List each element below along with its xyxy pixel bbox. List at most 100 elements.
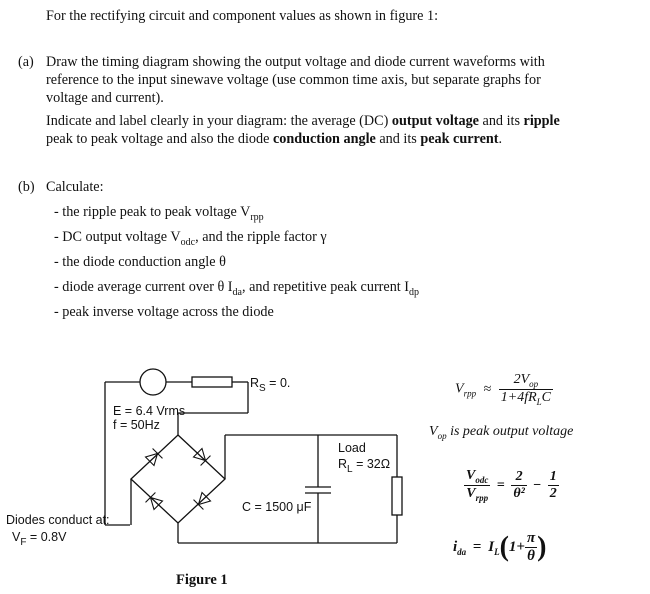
calc-item-dc: - DC output voltage Vodc, and the ripple…	[54, 228, 327, 252]
rs-label: RS = 0.	[250, 376, 290, 394]
load-label-r: R	[338, 457, 348, 471]
formula-ripple-den: 1+4fRLC	[499, 390, 553, 407]
load-title: Load	[338, 441, 366, 455]
load-resistor-symbol	[391, 476, 403, 516]
formula-rf-lhs-num: Vodc	[464, 468, 491, 486]
formula-ripple-num: 2Vop	[498, 372, 554, 390]
formula-dc-frac-den: θ	[527, 548, 535, 564]
formula-ripple-num-text: 2V	[513, 372, 530, 387]
vf-label-value: = 0.8V	[26, 530, 67, 544]
formula-rf-lhs-den-sub: rpp	[475, 493, 489, 503]
formula-ripple-factor: Vodc Vrpp = 2 θ² − 1 2	[464, 468, 559, 503]
vop-note-v: V	[429, 424, 438, 439]
formula-diode-current: ida = IL(1+ π θ )	[453, 530, 547, 565]
formula-ripple: Vrpp ≈ 2Vop 1+4fRLC	[455, 372, 554, 407]
formula-rf-frac1-den: θ²	[513, 486, 525, 501]
formula-rf-lhs-den: Vrpp	[464, 486, 490, 503]
formula-rf-lhs-num-sub: odc	[475, 475, 489, 485]
formula-rf-minus: −	[533, 477, 542, 493]
formula-rf-lhs: Vodc Vrpp	[464, 468, 491, 503]
calc-item-piv-text: - peak inverse voltage across the diode	[54, 304, 274, 320]
formula-dc-open-paren: (	[499, 531, 509, 563]
formula-ripple-fraction: 2Vop 1+4fRLC	[498, 372, 554, 407]
vf-label-sub: F	[20, 537, 27, 548]
part-a-line4: Indicate and label clearly in your diagr…	[46, 112, 560, 131]
freq-label: f = 50Hz	[113, 418, 160, 432]
rs-label-r: R	[250, 376, 260, 390]
calc-item-current: - diode average current over θ Ida, and …	[54, 278, 419, 302]
circuit-diagram	[104, 368, 403, 544]
part-a-line4-pre: Indicate and label clearly in your diagr…	[46, 113, 392, 129]
load-label-sub: L	[347, 464, 353, 475]
peak-current-bold: peak current	[420, 131, 499, 147]
vf-label-v: V	[12, 530, 21, 544]
vf-label: VF = 0.8V	[12, 530, 66, 548]
calc-item-piv: - peak inverse voltage across the diode	[54, 303, 274, 322]
part-a-line4-mid: and its	[478, 113, 524, 129]
part-a-line5-end: .	[498, 131, 503, 147]
part-b-heading: Calculate:	[46, 179, 104, 195]
formula-dc-lhs: i	[453, 538, 458, 555]
calc-item-ripple: - the ripple peak to peak voltage Vrpp	[54, 203, 264, 227]
part-a-line5-mid2: and its	[375, 131, 421, 147]
cap-label: C = 1500 μF	[242, 500, 312, 514]
formula-dc-lhs-sub: da	[457, 546, 467, 557]
formula-rf-frac2: 1 2	[547, 469, 559, 502]
calc-item-dc-text: - DC output voltage V	[54, 229, 181, 245]
vop-note-text: is peak output voltage	[446, 424, 574, 439]
formula-rf-lhs-num-text: V	[466, 468, 476, 483]
formula-rf-frac2-den: 2	[549, 486, 557, 501]
ripple-bold: ripple	[523, 113, 560, 129]
formula-ripple-num-sub: op	[529, 379, 539, 389]
figure-caption: Figure 1	[176, 572, 228, 588]
formula-rf-frac1: 2 θ²	[511, 469, 527, 502]
diodes-note: Diodes conduct at:	[6, 513, 110, 527]
rs-label-value: = 0.	[265, 376, 291, 390]
calc-item-dc-sub: odc	[180, 237, 196, 248]
formula-dc-frac-num: π	[524, 530, 538, 548]
formula-rf-eq: =	[496, 477, 505, 493]
calc-item-ripple-sub: rpp	[250, 212, 264, 223]
series-resistor-symbol	[191, 376, 233, 388]
formula-ripple-approx: ≈	[483, 381, 492, 397]
calc-item-current-sub: da	[232, 287, 242, 298]
vop-note-sub: op	[437, 431, 447, 441]
conduction-angle-bold: conduction angle	[272, 131, 376, 147]
formula-rf-lhs-den-text: V	[466, 486, 476, 501]
formula-ripple-den-end: C	[541, 390, 552, 405]
formula-ripple-den-sub: L	[536, 397, 542, 407]
load-label: RL = 32Ω	[338, 457, 390, 475]
formula-rf-frac1-num: 2	[511, 469, 527, 486]
intro-text: For the rectifying circuit and component…	[46, 8, 439, 24]
formula-dc-i-sub: L	[494, 546, 500, 557]
formula-dc-eq: =	[472, 538, 482, 555]
part-a-line2: reference to the input sinewave voltage …	[46, 72, 541, 88]
diode-bottom-left	[145, 492, 164, 511]
formula-ripple-lhs-sub: rpp	[463, 388, 477, 399]
calc-item-current-text2: , and repetitive peak current I	[241, 279, 409, 295]
formula-dc-one: 1+	[508, 538, 525, 555]
part-a-label: (a)	[18, 54, 34, 70]
output-voltage-bold: output voltage	[391, 113, 479, 129]
part-a-line5-b1: peak to peak	[46, 131, 118, 147]
part-a-line5: peak to peak voltage and also the diode …	[46, 130, 502, 149]
load-label-value: = 32Ω	[352, 457, 391, 471]
diode-top-left	[144, 448, 163, 467]
bridge-outline	[130, 434, 226, 524]
rs-label-sub: S	[259, 383, 266, 394]
calc-item-ripple-text: - the ripple peak to peak voltage V	[54, 204, 251, 220]
formula-dc-frac: π θ	[524, 530, 538, 565]
calc-item-angle: - the diode conduction angle θ	[54, 253, 226, 272]
part-a-line3: voltage and current).	[46, 90, 164, 106]
calc-item-current-sub2: dp	[409, 287, 419, 298]
part-a-line1: Draw the timing diagram showing the outp…	[46, 54, 545, 70]
diode-top-right	[192, 447, 211, 466]
formula-dc-close-paren: )	[537, 531, 547, 563]
part-a-line5-mid: voltage and also the diode	[117, 131, 273, 147]
source-label: E = 6.4 Vrms	[113, 404, 186, 418]
calc-item-current-text: - diode average current over θ I	[54, 279, 233, 295]
formula-dc-i: I	[488, 538, 495, 555]
formula-ripple-lhs: V	[455, 381, 464, 397]
calc-item-angle-text: - the diode conduction angle θ	[54, 254, 226, 270]
formula-ripple-den-text: 1+4fR	[500, 390, 537, 405]
